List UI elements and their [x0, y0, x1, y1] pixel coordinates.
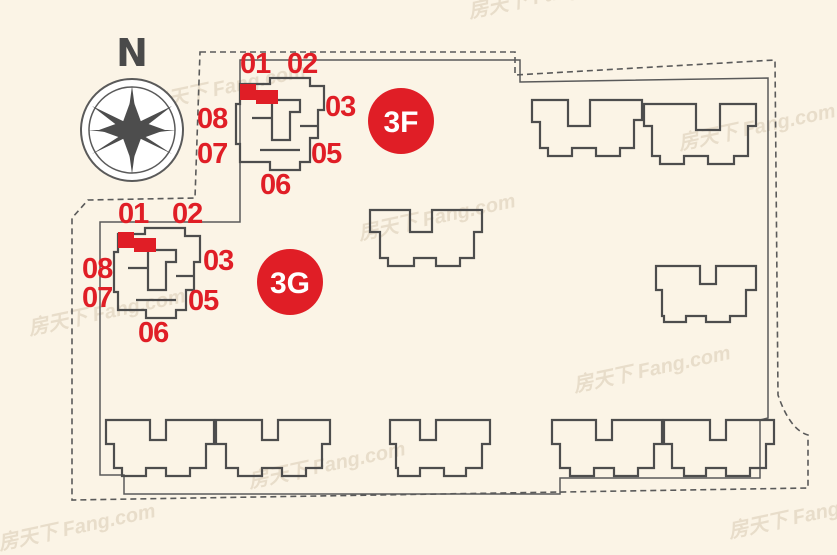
- unit-label-3g-02: 02: [172, 198, 202, 230]
- highlight-unit-3f-01: [240, 84, 256, 100]
- building-badge-3f: 3F: [368, 88, 434, 154]
- building-footprint: [368, 208, 484, 268]
- building-badge-3g: 3G: [257, 249, 323, 315]
- unit-label-3f-05: 05: [311, 138, 342, 170]
- building-footprint: [214, 418, 332, 478]
- unit-label-3f-03: 03: [325, 91, 356, 123]
- building-footprint: [662, 418, 776, 478]
- building-footprint: [654, 264, 758, 324]
- unit-label-3f-06: 06: [260, 169, 291, 201]
- building-3f-footprint: [234, 76, 326, 172]
- watermark: 房天下 Fang.com: [570, 341, 732, 397]
- building-3g-footprint: [112, 226, 202, 320]
- site-boundary: [71, 51, 809, 501]
- other-buildings: [104, 98, 776, 478]
- building-footprint: [104, 418, 216, 478]
- unit-label-3f-07: 07: [197, 138, 227, 170]
- watermark: 房天下 Fang.com: [725, 487, 837, 543]
- compass-north-label: N: [116, 31, 148, 75]
- building-badge-3g-label: 3G: [270, 267, 310, 300]
- unit-label-3f-01: 01: [240, 48, 271, 80]
- building-3g-unit-labels: 01 02 03 05 06 07 08: [82, 198, 235, 349]
- building-3f-unit-labels: 01 02 03 05 06 07 08: [197, 48, 357, 201]
- building-badge-3f-label: 3F: [383, 106, 418, 139]
- unit-label-3g-03: 03: [203, 245, 234, 277]
- unit-label-3f-08: 08: [197, 103, 228, 135]
- watermark: 房天下 Fang.com: [465, 0, 627, 23]
- unit-label-3f-02: 02: [287, 48, 317, 80]
- building-footprint: [388, 418, 492, 478]
- unit-label-3g-08: 08: [82, 253, 113, 285]
- inner-road: [99, 59, 769, 495]
- unit-label-3g-01: 01: [118, 198, 149, 230]
- unit-label-3g-07: 07: [82, 282, 112, 314]
- building-footprint: [530, 98, 644, 158]
- watermark: 房天下 Fang.com: [245, 437, 407, 493]
- unit-label-3g-06: 06: [138, 317, 169, 349]
- highlight-unit-3f-01: [256, 90, 278, 104]
- watermark: 房天下 Fang.com: [0, 499, 158, 555]
- highlight-unit-3g-01: [118, 232, 134, 248]
- highlight-unit-3g-01: [134, 238, 156, 252]
- building-footprint: [642, 102, 758, 166]
- building-footprint: [550, 418, 664, 478]
- unit-label-3g-05: 05: [188, 285, 219, 317]
- compass: N: [80, 31, 184, 182]
